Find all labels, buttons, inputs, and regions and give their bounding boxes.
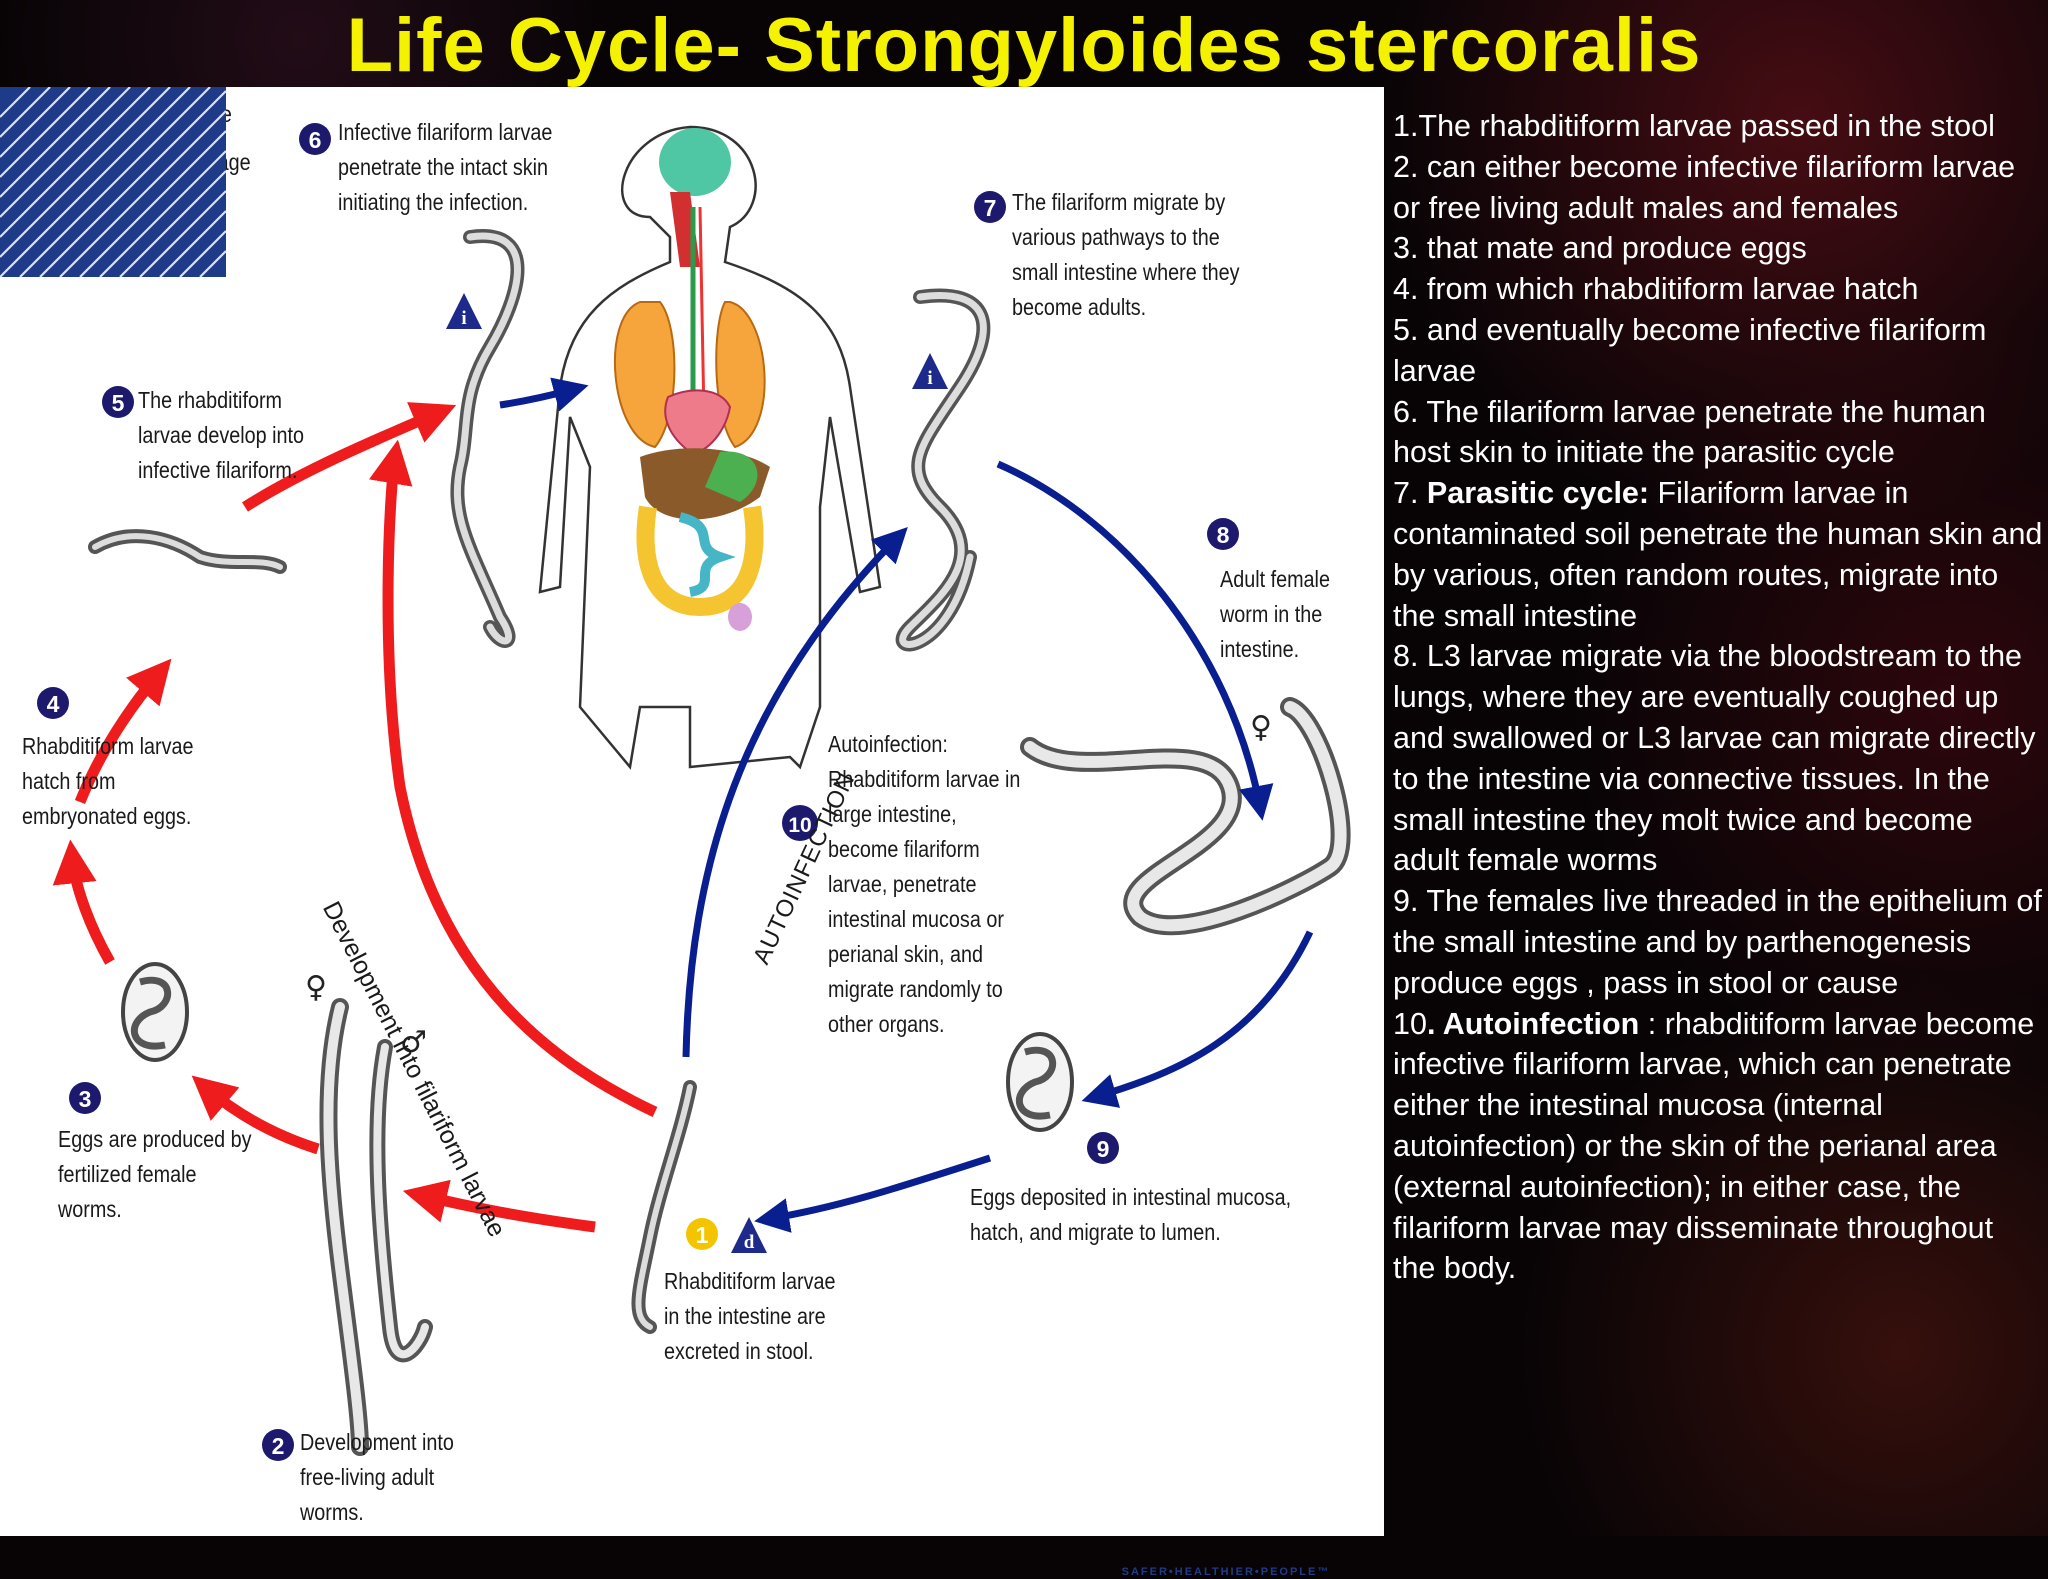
step-badge-4: 4 — [37, 687, 69, 719]
note-4: 4. from which rhabditiform larvae hatch — [1393, 272, 1919, 307]
note-5: 5. and eventually become infective filar… — [1393, 312, 1987, 388]
note-10: 10. Autoinfection : rhabditiform larvae … — [1393, 1004, 2043, 1290]
diagnostic-stage-marker: d — [731, 1217, 767, 1253]
step-badge-10: 10 — [782, 805, 818, 841]
human-body-illustration — [538, 125, 882, 770]
svg-text:i: i — [927, 368, 932, 389]
step-badge-6: 6 — [299, 123, 331, 155]
arrow-8-to-9 — [1081, 930, 1314, 1108]
arrow-development-filariform — [368, 439, 658, 1117]
step-label-7: The filariform migrate by various pathwa… — [1012, 189, 1240, 320]
life-cycle-diagram: i d i i — [0, 87, 1384, 1578]
arrow-6-to-body — [499, 377, 589, 412]
step-label-3: Eggs are produced by fertilized female w… — [58, 1126, 252, 1222]
arrow-7-to-8 — [996, 460, 1274, 821]
note-3: 3. that mate and produce eggs — [1393, 231, 1807, 266]
arrow-3-to-4 — [52, 839, 115, 965]
svg-text:3: 3 — [79, 1086, 92, 1112]
svg-text:2: 2 — [272, 1433, 285, 1459]
note-8: 8. L3 larvae migrate via the bloodstream… — [1393, 639, 2036, 878]
male-symbol-free-living: ♂ — [400, 1025, 427, 1060]
infective-stage-marker-6: i — [446, 293, 482, 329]
cdc-tagline: SAFER•HEALTHIER•PEOPLE™ — [1121, 1566, 1331, 1578]
step-badge-9: 9 — [1087, 1132, 1119, 1164]
svg-text:d: d — [744, 1232, 755, 1253]
step-label-8: Adult female worm in the intestine. — [1220, 566, 1330, 662]
note-7-text: Filariform larvae in contaminated soil p… — [1393, 476, 2043, 633]
arrow-2-to-3 — [191, 1075, 320, 1155]
female-symbol-parasitic: ♀ — [1250, 710, 1272, 745]
arrow-5-to-6 — [242, 402, 457, 512]
slide-title: Life Cycle- Strongyloides stercoralis — [346, 3, 1702, 88]
arrow-1-to-2 — [402, 1179, 596, 1233]
svg-text:1: 1 — [696, 1222, 709, 1248]
parasitic-cycle-arrows — [499, 377, 1314, 1233]
notes-panel: 1.The rhabditiform larvae passed in the … — [1393, 106, 2043, 1289]
step-label-6: Infective filariform larvae penetrate th… — [338, 119, 553, 215]
worm-illustrations — [88, 229, 1351, 1456]
svg-text:5: 5 — [112, 390, 125, 416]
note-7: 7. Parasitic cycle: Filariform larvae in… — [1393, 473, 2043, 636]
note-7-heading: Parasitic cycle: — [1426, 476, 1650, 511]
free-living-cycle-arrows — [52, 402, 658, 1233]
step-badge-5: 5 — [102, 386, 134, 418]
svg-text:8: 8 — [1217, 522, 1230, 548]
note-10-prefix: 10 — [1393, 1006, 1427, 1041]
note-10-heading: . Autoinfection — [1426, 1006, 1640, 1041]
svg-text:i: i — [461, 308, 466, 329]
note-1: 1.The rhabditiform larvae passed in the … — [1393, 109, 1995, 143]
note-6: 6. The filariform larvae penetrate the h… — [1393, 394, 1986, 470]
step-badge-7: 7 — [974, 191, 1006, 223]
note-2: 2. can either become infective filarifor… — [1393, 149, 2016, 225]
egg-illustration-3 — [121, 962, 189, 1062]
cdc-logo — [0, 87, 226, 277]
note-9: 9. The females live threaded in the epit… — [1393, 884, 2042, 1000]
egg-illustration-9 — [1006, 1032, 1074, 1132]
step-badge-2: 2 — [262, 1429, 294, 1461]
step-badge-8: 8 — [1207, 518, 1239, 550]
step-label-4: Rhabditiform larvae hatch from embryonat… — [22, 733, 194, 829]
note-10-text: : rhabditiform larvae become infective f… — [1393, 1006, 2035, 1286]
step-badge-3: 3 — [69, 1082, 101, 1114]
step-label-10: Autoinfection: Rhabditiform larvae in la… — [828, 731, 1021, 1037]
diagram-graphics: i d i i — [30, 101, 1351, 1461]
step-label-5: The rhabditiform larvae develop into inf… — [138, 387, 305, 483]
female-symbol-free-living: ♀ — [305, 970, 327, 1005]
svg-text:4: 4 — [47, 691, 60, 717]
svg-text:9: 9 — [1097, 1136, 1110, 1162]
step-label-2: Development into free-living adult worms… — [300, 1429, 454, 1525]
arrow-4-to-5 — [74, 658, 172, 805]
svg-text:10: 10 — [788, 814, 811, 837]
step-badge-1: 1 — [686, 1218, 718, 1250]
step-label-9: Eggs deposited in intestinal mucosa, hat… — [970, 1184, 1292, 1245]
infective-stage-marker-7: i — [912, 353, 948, 389]
note-7-prefix: 7. — [1393, 476, 1427, 511]
cdc-logo-text: CDC — [1137, 1387, 1321, 1511]
arrow-autoinfection — [682, 527, 908, 1058]
arrow-9-to-1 — [754, 1154, 992, 1233]
svg-text:6: 6 — [309, 127, 322, 153]
step-label-1: Rhabditiform larvae in the intestine are… — [664, 1268, 836, 1364]
svg-text:7: 7 — [984, 195, 997, 221]
